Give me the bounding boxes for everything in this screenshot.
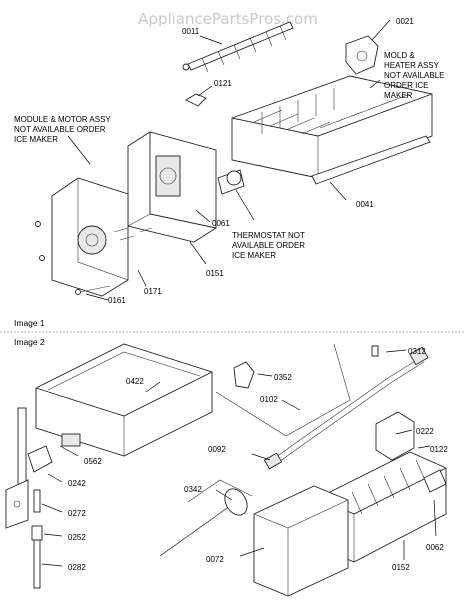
clip-0352 <box>233 361 255 389</box>
module-note: MODULE & MOTOR ASSY NOT AVAILABLE ORDER … <box>14 115 111 144</box>
icemaker-assy <box>317 411 447 563</box>
mold-rail <box>311 135 431 185</box>
bail-arm <box>215 343 351 437</box>
svg-text:MODULE & MOTOR ASSY: MODULE & MOTOR ASSY <box>14 115 111 124</box>
part-0062 <box>423 469 447 493</box>
water-valve <box>5 407 81 589</box>
part-label-0422: 0422 <box>126 377 144 386</box>
part-label-0072: 0072 <box>206 555 224 564</box>
svg-text:NOT AVAILABLE: NOT AVAILABLE <box>384 71 444 80</box>
svg-text:THERMOSTAT NOT: THERMOSTAT NOT <box>232 231 305 240</box>
part-label-0011: 0011 <box>182 27 200 36</box>
svg-text:ORDER ICE: ORDER ICE <box>384 81 428 90</box>
svg-text:ICE MAKER: ICE MAKER <box>14 135 58 144</box>
svg-text:MAKER: MAKER <box>384 91 413 100</box>
part-label-0222: 0222 <box>416 427 434 436</box>
thermostat-part <box>217 169 245 195</box>
part-label-0122: 0122 <box>430 445 448 454</box>
part-label-0312: 0312 <box>408 347 426 356</box>
screws <box>35 221 153 295</box>
image2-drawing: 0312 0422 0352 0102 0222 0092 0122 0562 … <box>5 343 448 597</box>
part-label-0352: 0352 <box>274 373 292 382</box>
part-label-0272: 0272 <box>68 509 86 518</box>
mold-note: MOLD & HEATER ASSY NOT AVAILABLE ORDER I… <box>384 51 444 100</box>
svg-text:AVAILABLE ORDER: AVAILABLE ORDER <box>232 241 305 250</box>
part-label-0252: 0252 <box>68 533 86 542</box>
part-label-0102: 0102 <box>260 395 278 404</box>
part-label-0282: 0282 <box>68 563 86 572</box>
part-label-0041: 0041 <box>356 200 374 209</box>
part-label-0151: 0151 <box>206 269 224 278</box>
svg-text:ICE MAKER: ICE MAKER <box>232 251 276 260</box>
clip-part <box>185 93 207 107</box>
image1-caption: Image 1 <box>14 318 45 328</box>
part-label-0092: 0092 <box>208 445 226 454</box>
watermark: AppliancePartsPros.com <box>138 10 318 28</box>
image2-caption: Image 2 <box>14 337 45 347</box>
svg-text:HEATER ASSY: HEATER ASSY <box>384 61 440 70</box>
wire-harness <box>263 346 429 470</box>
svg-text:NOT AVAILABLE ORDER: NOT AVAILABLE ORDER <box>14 125 106 134</box>
part-label-0062: 0062 <box>426 543 444 552</box>
module-cover <box>51 177 129 297</box>
fill-tube <box>159 479 253 557</box>
module-housing <box>127 131 217 243</box>
image1-drawing: 0011 0021 0121 0041 0061 0151 0171 0161 … <box>14 17 444 305</box>
part-label-0171: 0171 <box>144 287 162 296</box>
bearing-part <box>345 35 379 75</box>
ejector-blade <box>182 21 294 73</box>
part-label-0121: 0121 <box>214 79 232 88</box>
part-label-0152: 0152 <box>392 563 410 572</box>
thermostat-note: THERMOSTAT NOT AVAILABLE ORDER ICE MAKER <box>232 231 305 260</box>
part-label-0161: 0161 <box>108 296 126 305</box>
ice-bin <box>35 343 213 457</box>
part-label-0242: 0242 <box>68 479 86 488</box>
part-label-0342: 0342 <box>184 485 202 494</box>
part-label-0562: 0562 <box>84 457 102 466</box>
svg-text:MOLD &: MOLD & <box>384 51 415 60</box>
pin-0312 <box>371 345 379 357</box>
part-label-0021: 0021 <box>396 17 414 26</box>
part-label-0061: 0061 <box>212 219 230 228</box>
front-cover <box>253 485 349 597</box>
